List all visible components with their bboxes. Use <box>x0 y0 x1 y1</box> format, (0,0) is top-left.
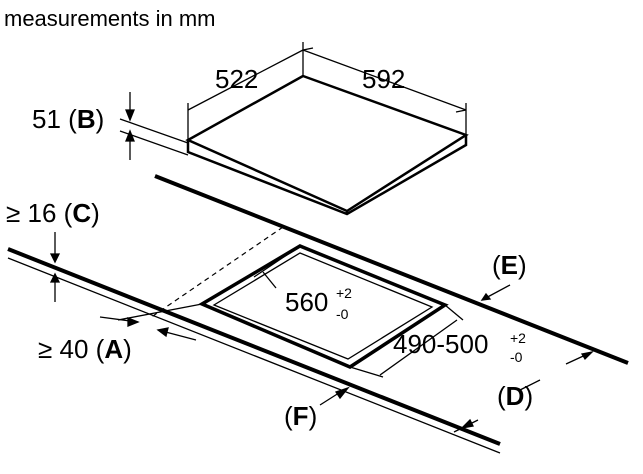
hob-height-label: 51 (B) <box>32 104 104 134</box>
front-distance-dimension <box>99 316 197 341</box>
hob-depth-dimension <box>187 49 304 140</box>
diagram-title: measurements in mm <box>4 6 216 31</box>
label-d: (D) <box>497 381 533 411</box>
cutout-width-value: 490-500 <box>393 329 488 359</box>
hob-height-dimension <box>119 92 189 160</box>
cutout-width-dimension <box>349 304 464 378</box>
cutout-depth-value: 560 <box>285 287 328 317</box>
label-e-leader <box>480 284 511 301</box>
label-e: (E) <box>492 250 527 280</box>
label-f: (F) <box>284 401 317 431</box>
hob-width-dimension <box>302 42 467 135</box>
cutout-depth-dimension <box>117 245 301 321</box>
cutout-width-tol-minus: -0 <box>510 349 523 365</box>
cutout-depth-tol-minus: -0 <box>336 306 349 322</box>
hob-outline <box>185 74 469 216</box>
worktop-thickness-dimension <box>49 232 61 302</box>
front-distance-label: ≥ 40 (A) <box>38 334 132 364</box>
worktop-outline <box>7 174 629 454</box>
label-f-leader <box>319 386 350 406</box>
cutout-depth-tol-plus: +2 <box>336 285 352 301</box>
worktop-thickness-label: ≥ 16 (C) <box>6 198 100 228</box>
label-d-dimension <box>453 350 594 433</box>
cutout-width-tol-plus: +2 <box>510 330 526 346</box>
hob-width-label: 592 <box>362 64 405 94</box>
hob-depth-label: 522 <box>215 64 258 94</box>
